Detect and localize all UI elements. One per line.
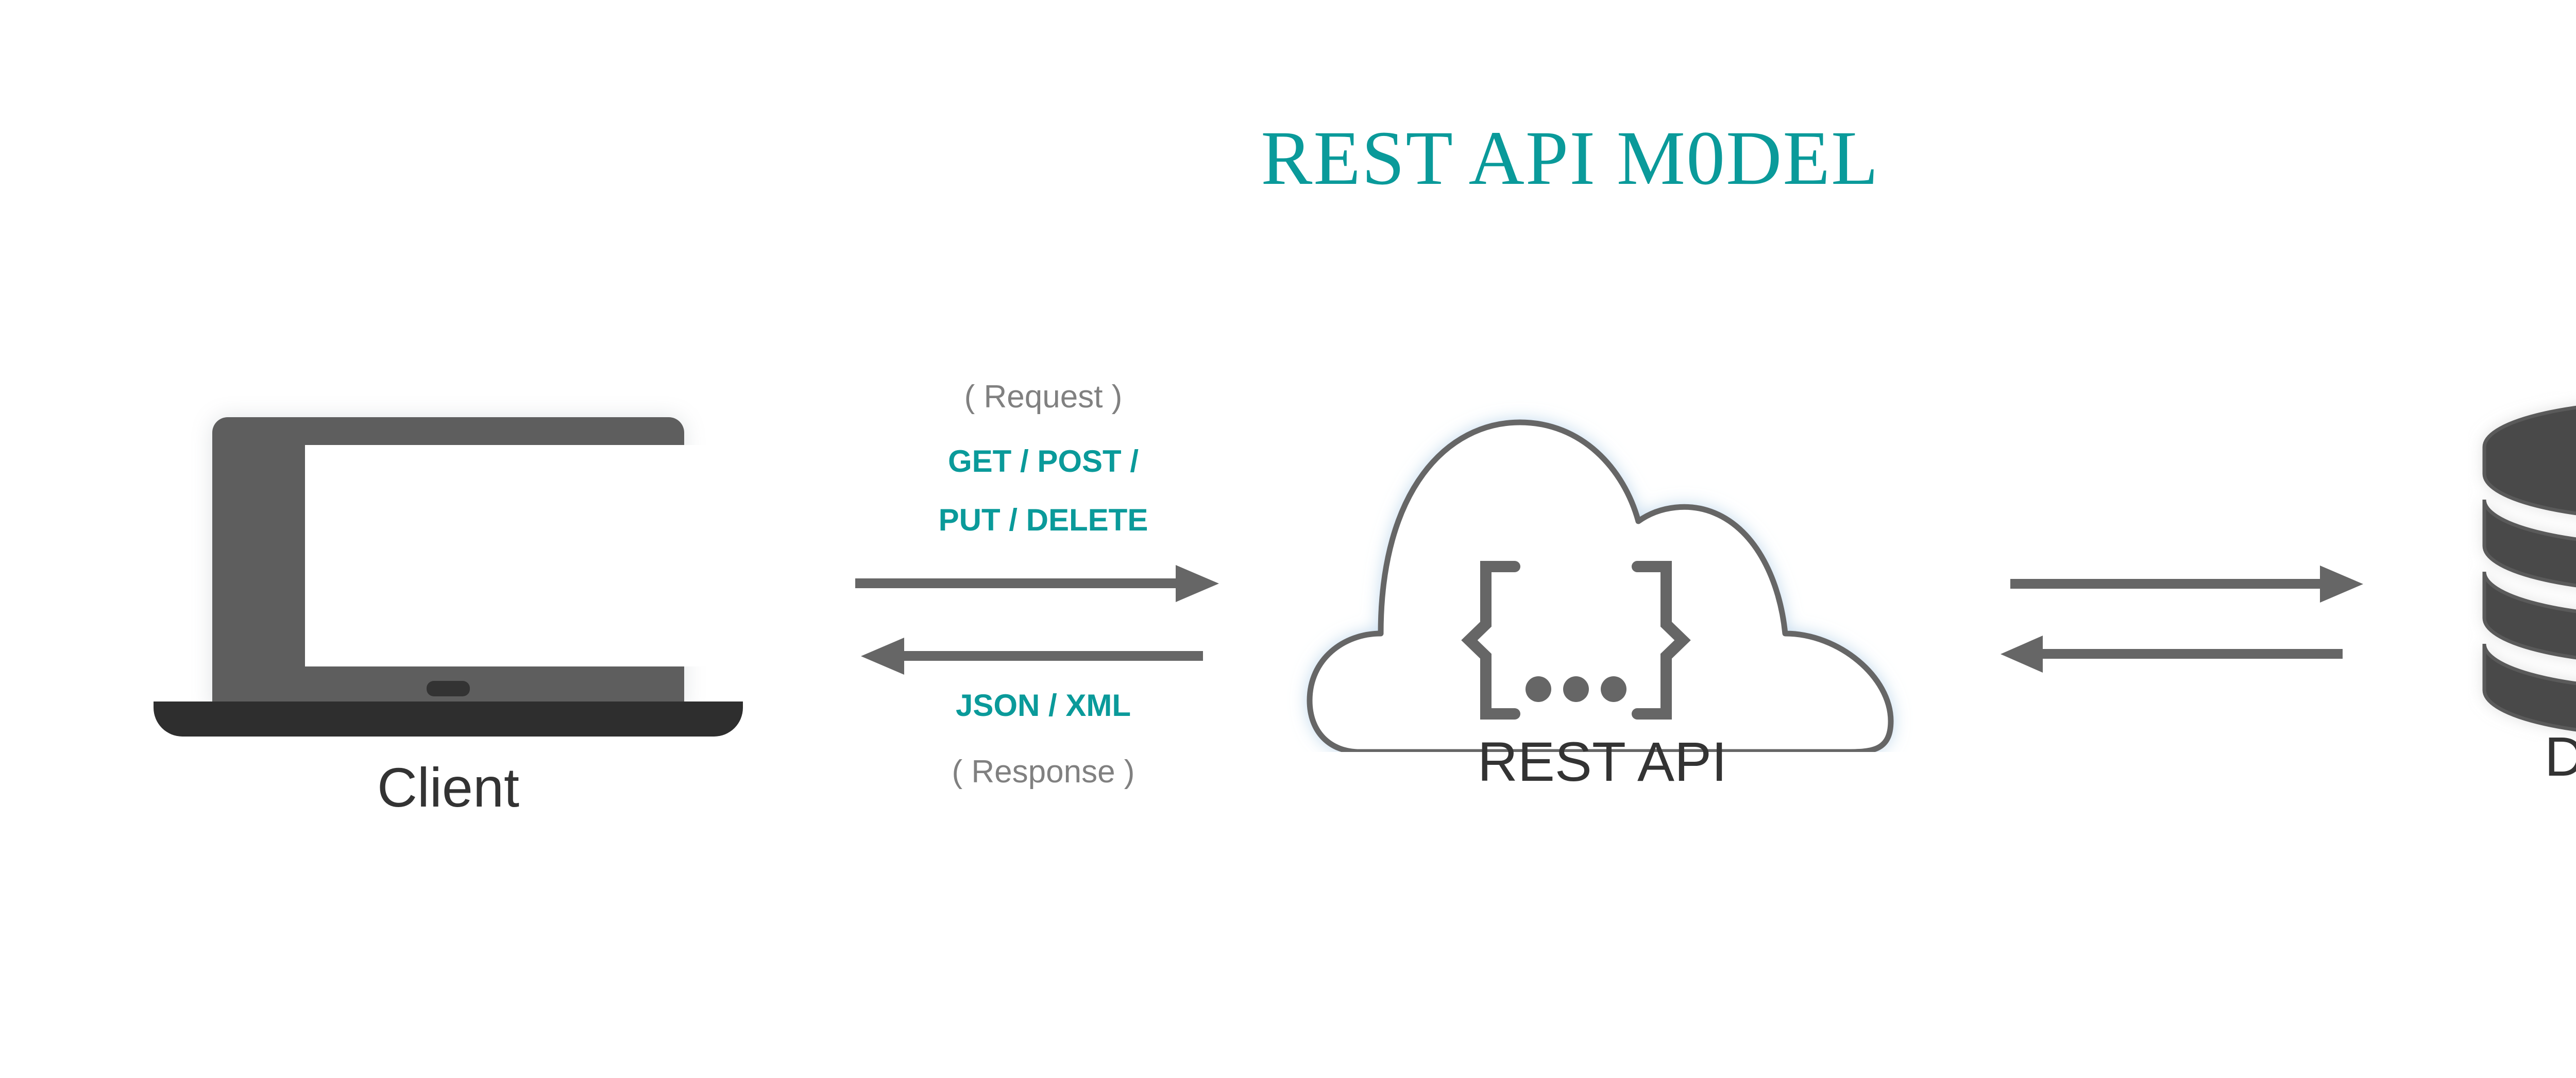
- cloud-icon: [1278, 391, 1927, 752]
- arrow-right-query: [2010, 566, 2363, 603]
- label-request-caption: ( Request ): [964, 379, 1123, 415]
- laptop-screen: [305, 445, 727, 666]
- connector-client-to-api: [855, 559, 1236, 682]
- arrow-left-response: [861, 638, 1203, 675]
- label-http-methods-line-2: PUT / DELETE: [938, 503, 1148, 537]
- label-response-caption: ( Response ): [952, 754, 1135, 790]
- node-label-rest-api: REST API: [1477, 730, 1727, 793]
- label-payload-formats: JSON / XML: [955, 688, 1131, 723]
- database-cylinder-icon: [2468, 391, 2576, 742]
- label-http-methods-line-1: GET / POST /: [947, 444, 1139, 478]
- page-title: REST API M0DEL: [1261, 115, 1879, 201]
- laptop-base: [154, 701, 743, 737]
- arrow-left-result: [2001, 636, 2343, 673]
- laptop-icon: [144, 417, 752, 747]
- node-rest-api: REST API: [1278, 391, 1927, 809]
- node-database: Database: [2468, 391, 2576, 809]
- arrow-right-request: [855, 565, 1219, 602]
- database-discs: [2482, 405, 2576, 732]
- curly-braces-glyph: [1461, 561, 1691, 720]
- laptop-lid: [212, 417, 727, 711]
- laptop-notch: [427, 681, 470, 696]
- node-label-database: Database: [2544, 725, 2576, 788]
- connector-api-to-database: [1999, 556, 2380, 680]
- ellipsis-dots: [1526, 676, 1626, 702]
- node-label-client: Client: [377, 756, 520, 818]
- cloud-shape: [1307, 419, 1894, 752]
- node-client: Client: [144, 417, 752, 818]
